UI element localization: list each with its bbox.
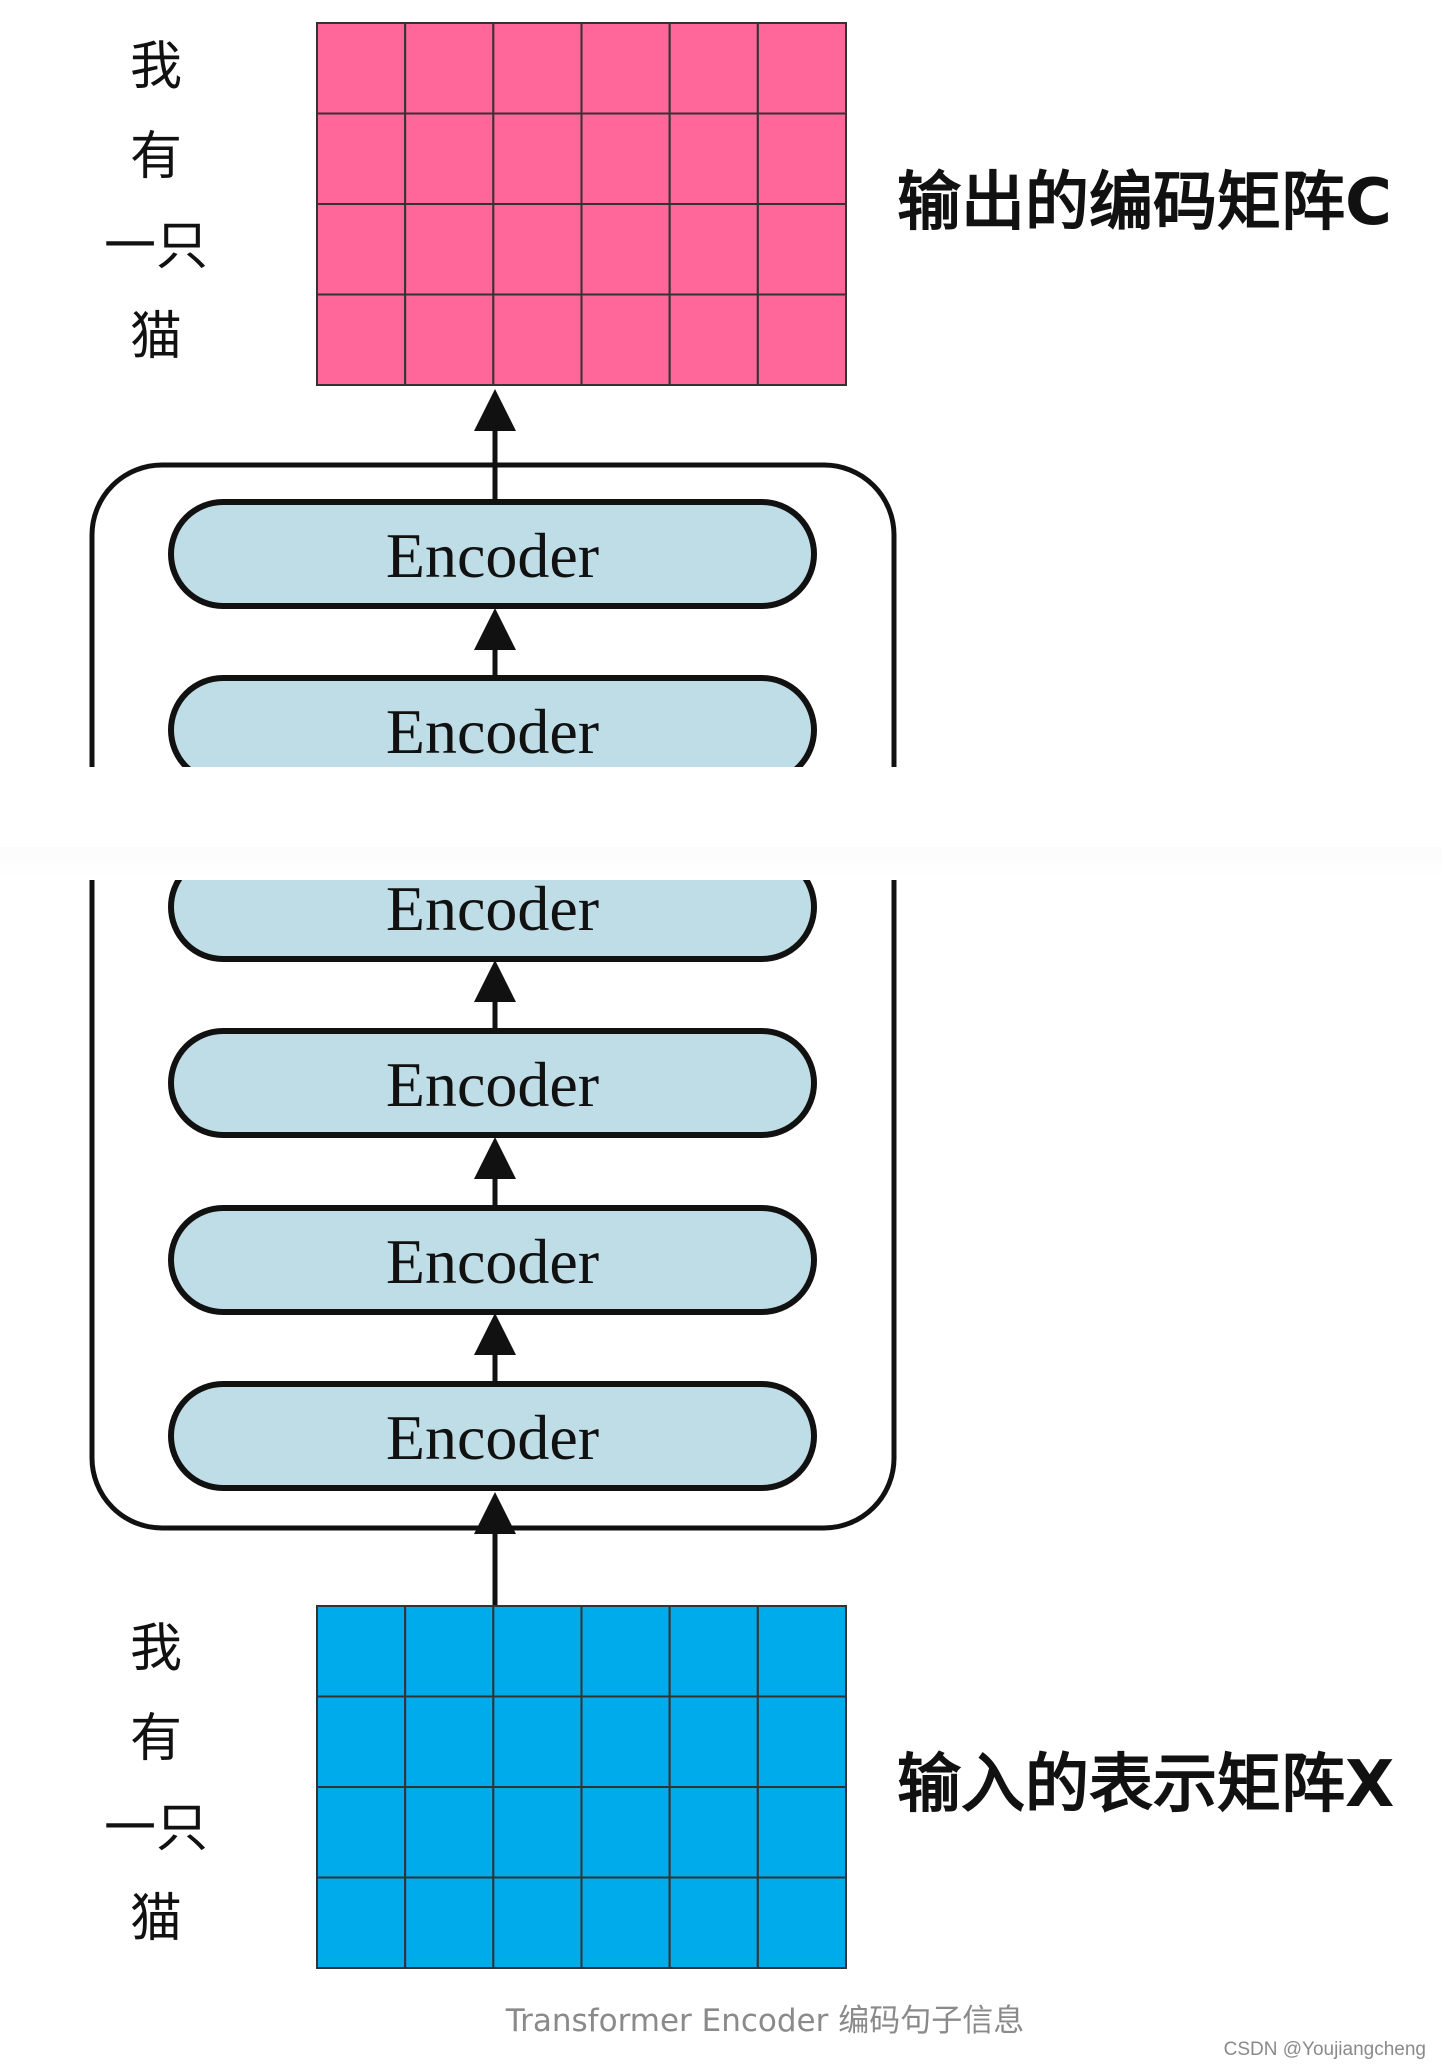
encoder-label-1: Encoder — [386, 520, 599, 591]
encoder-box-6 — [168, 1381, 817, 1491]
input-matrix-cell — [316, 1695, 407, 1788]
input-matrix-cell — [668, 1695, 759, 1788]
input-row-label-3: 一只 — [104, 1799, 208, 1859]
input-matrix-cell — [316, 1786, 407, 1879]
output-matrix-cell — [668, 293, 759, 386]
arrow-stack-to-output-head — [474, 389, 516, 431]
encoder-box-4 — [168, 1028, 817, 1138]
output-matrix-cell — [404, 112, 495, 205]
input-matrix-cell — [316, 1876, 407, 1969]
output-matrix-cell — [404, 203, 495, 296]
encoder-label-2: Encoder — [386, 696, 599, 767]
input-matrix-cell — [492, 1876, 583, 1969]
output-matrix-cell — [756, 293, 847, 386]
input-matrix-cell — [668, 1786, 759, 1879]
input-matrix-cell — [404, 1876, 495, 1969]
input-matrix-cell — [580, 1695, 671, 1788]
figure-caption: Transformer Encoder 编码句子信息 — [505, 2003, 1024, 2039]
encoder-label-3: Encoder — [386, 873, 599, 944]
output-matrix-cell — [580, 22, 671, 115]
input-matrix-cell — [492, 1605, 583, 1698]
output-matrix-cell — [316, 112, 407, 205]
flow-arrows — [474, 389, 516, 1606]
arrow-encoder-5-to-4-head — [474, 1137, 516, 1179]
output-matrix-cell — [756, 203, 847, 296]
input-matrix-cell — [668, 1605, 759, 1698]
output-matrix-cell — [316, 22, 407, 115]
output-row-labels: 我 有 一只 猫 — [104, 37, 208, 367]
output-matrix-cell — [668, 22, 759, 115]
arrow-encoder-4-to-3-head — [474, 960, 516, 1002]
output-row-label-2: 有 — [130, 127, 182, 187]
input-matrix-cell — [756, 1605, 847, 1698]
watermark: CSDN @Youjiangcheng — [1224, 2039, 1426, 2060]
input-row-labels: 我 有 一只 猫 — [104, 1619, 208, 1949]
output-matrix-cell — [668, 203, 759, 296]
output-row-label-3: 一只 — [104, 217, 208, 277]
encoder-label-6: Encoder — [386, 1402, 599, 1473]
input-matrix-cell — [668, 1876, 759, 1969]
input-matrix-cell — [404, 1605, 495, 1698]
input-matrix-cell — [404, 1786, 495, 1879]
screenshot-gap-white — [0, 767, 1442, 847]
output-matrix-cell — [580, 203, 671, 296]
encoder-box-1 — [168, 499, 817, 609]
output-matrix-c — [316, 22, 847, 386]
output-matrix-cell — [756, 22, 847, 115]
encoder-box-5 — [168, 1205, 817, 1315]
input-matrix-cell — [756, 1786, 847, 1879]
arrow-input-to-stack-head — [474, 1492, 516, 1534]
input-matrix-cell — [316, 1605, 407, 1698]
input-matrix-cell — [580, 1786, 671, 1879]
arrow-encoder-6-to-5-head — [474, 1313, 516, 1355]
output-matrix-cell — [580, 112, 671, 205]
output-matrix-cell — [756, 112, 847, 205]
output-matrix-cell — [668, 112, 759, 205]
output-matrix-cell — [492, 203, 583, 296]
input-matrix-cell — [756, 1695, 847, 1788]
output-matrix-cell — [492, 112, 583, 205]
input-matrix-label: 输入的表示矩阵X — [897, 1748, 1394, 1822]
output-matrix-label: 输出的编码矩阵C — [897, 166, 1392, 240]
output-matrix-cell — [316, 203, 407, 296]
input-row-label-2: 有 — [130, 1709, 182, 1769]
output-matrix-cell — [404, 22, 495, 115]
output-row-label-4: 猫 — [130, 307, 182, 367]
output-matrix-cell — [492, 22, 583, 115]
input-row-label-4: 猫 — [130, 1889, 182, 1949]
input-matrix-cell — [492, 1786, 583, 1879]
input-row-label-1: 我 — [130, 1619, 182, 1679]
input-matrix-cell — [404, 1695, 495, 1788]
encoder-label-5: Encoder — [386, 1226, 599, 1297]
encoder-label-4: Encoder — [386, 1049, 599, 1120]
arrow-encoder-2-to-1-head — [474, 608, 516, 650]
output-matrix-cell — [316, 293, 407, 386]
input-matrix-cell — [756, 1876, 847, 1969]
input-matrix-cell — [580, 1605, 671, 1698]
input-matrix-x — [316, 1605, 847, 1969]
input-matrix-cell — [492, 1695, 583, 1788]
output-matrix-cell — [492, 293, 583, 386]
output-matrix-cell — [580, 293, 671, 386]
output-matrix-cell — [404, 293, 495, 386]
encoder-blocks: EncoderEncoderEncoderEncoderEncoderEncod… — [168, 499, 817, 1491]
output-row-label-1: 我 — [130, 37, 182, 97]
input-matrix-cell — [580, 1876, 671, 1969]
